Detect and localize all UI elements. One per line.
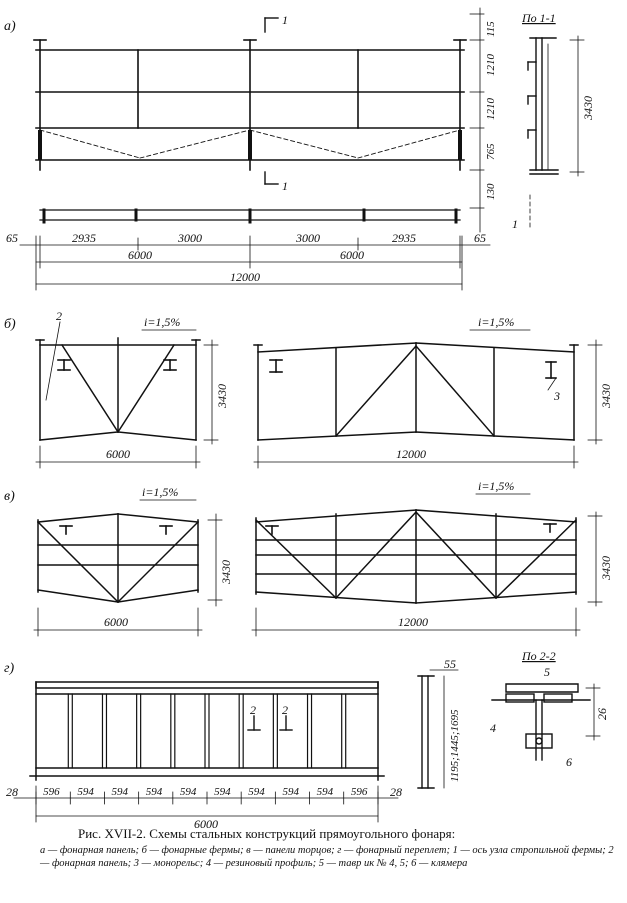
panel-b-slope-right: i=1,5% bbox=[478, 315, 514, 329]
dim-12000: 12000 bbox=[230, 270, 260, 284]
panel-g-mullions bbox=[67, 693, 347, 769]
panel-b-height-left: 3430 bbox=[215, 384, 229, 409]
panel-g-dim-vertical: 1195;1445;1695 bbox=[449, 709, 461, 782]
panel-g-section-marks bbox=[247, 715, 293, 731]
panel-g-side-profile bbox=[417, 669, 459, 789]
section-1-1-title: По 1-1 bbox=[521, 11, 556, 25]
panel-v-dimlines bbox=[33, 493, 603, 637]
panel-v-frame-left bbox=[36, 513, 200, 604]
panel-b-truss-right bbox=[253, 342, 579, 441]
dim-2935-right: 2935 bbox=[392, 231, 416, 245]
panel-v-slope-right: i=1,5% bbox=[478, 479, 514, 493]
section-2-2-dim-26: 26 bbox=[595, 708, 609, 720]
section-2-2-callout-5: 5 bbox=[544, 665, 550, 679]
panel-g-bay-dims: 596 594 594 594 594 594 594 594 594 596 bbox=[43, 786, 368, 798]
panel-a-vertical-dim: 765 bbox=[485, 143, 497, 160]
panel-a-label: а) bbox=[4, 19, 16, 34]
panel-v: в) bbox=[4, 479, 613, 637]
panel-v-height-right: 3430 bbox=[599, 556, 613, 581]
dim-3000-left: 3000 bbox=[177, 231, 202, 245]
panel-v-monorail-left bbox=[59, 525, 173, 535]
panel-v-height-left: 3430 bbox=[219, 560, 233, 585]
panel-g-bay-ticks bbox=[35, 791, 379, 805]
panel-a-vertical-dim: 130 bbox=[485, 183, 497, 200]
panel-b-span-right: 12000 bbox=[396, 447, 426, 461]
caption-title: Рис. XVII-2. Схемы стальных конструкций … bbox=[78, 826, 456, 841]
section-2-2-callout-4: 4 bbox=[490, 721, 496, 735]
caption-legend: а — фонарная панель; б — фонарные фермы;… bbox=[40, 845, 614, 869]
section-2-2-detail bbox=[491, 683, 601, 761]
panel-b-monorail-right bbox=[269, 359, 557, 379]
panel-v-slope-left: i=1,5% bbox=[142, 485, 178, 499]
panel-a-frame bbox=[33, 39, 467, 171]
panel-v-monorail-right bbox=[265, 523, 557, 535]
panel-a-section-cut bbox=[264, 17, 279, 185]
panel-a-bottom-beam bbox=[39, 208, 461, 224]
panel-b-callout-2: 2 bbox=[56, 309, 62, 323]
panel-b-callout-3: 3 bbox=[553, 389, 560, 403]
panel-a-vertical-dim: 115 bbox=[485, 21, 497, 37]
section-1-1-dimline bbox=[529, 35, 585, 229]
panel-v-label: в) bbox=[4, 489, 15, 504]
dim-6000-left: 6000 bbox=[128, 248, 152, 262]
dim-3000-right: 3000 bbox=[295, 231, 320, 245]
section-2-2-title: По 2-2 bbox=[521, 649, 556, 663]
bay-dim-label: 594 bbox=[146, 786, 163, 798]
panel-a-vertical-dim: 1210 bbox=[485, 54, 497, 77]
panel-g-label: г) bbox=[4, 661, 14, 676]
dim-65-left: 65 bbox=[6, 231, 18, 245]
panel-b-height-right: 3430 bbox=[599, 384, 613, 409]
bay-dim-label: 594 bbox=[282, 786, 299, 798]
panel-g-total-span: 6000 bbox=[194, 817, 218, 831]
dim-28-left: 28 bbox=[6, 785, 18, 799]
panel-b-slope-left: i=1,5% bbox=[144, 315, 180, 329]
dim-28-right: 28 bbox=[390, 785, 402, 799]
section-1-1-height: 3430 bbox=[581, 96, 595, 121]
panel-v-span-right: 12000 bbox=[398, 615, 428, 629]
bay-dim-label: 596 bbox=[43, 786, 60, 798]
bay-dim-label: 594 bbox=[214, 786, 231, 798]
bay-dim-label: 594 bbox=[77, 786, 94, 798]
section-mark-bottom: 1 bbox=[282, 179, 288, 193]
dim-6000-right: 6000 bbox=[340, 248, 364, 262]
panel-g-sash-frame bbox=[29, 681, 385, 781]
bay-dim-label: 594 bbox=[112, 786, 129, 798]
figure-caption: Рис. XVII-2. Схемы стальных конструкций … bbox=[40, 826, 620, 870]
panel-a: а) bbox=[4, 7, 595, 291]
bay-dim-label: 594 bbox=[180, 786, 197, 798]
dim-2935-left: 2935 bbox=[72, 231, 96, 245]
panel-a-dashed-bracing bbox=[39, 129, 461, 159]
section-mark-2-right: 2 bbox=[282, 703, 288, 717]
section-1-1-profile bbox=[527, 37, 559, 175]
bay-dim-label: 594 bbox=[248, 786, 265, 798]
section-2-2-callout-6: 6 bbox=[566, 755, 572, 769]
panel-b-label: б) bbox=[4, 317, 16, 332]
panel-a-horizontal-dimlines bbox=[19, 235, 491, 291]
section-mark-2-left: 2 bbox=[250, 703, 256, 717]
bay-dim-label: 596 bbox=[351, 786, 368, 798]
panel-a-vertical-dim: 1210 bbox=[485, 98, 497, 121]
panel-b-dimlines bbox=[35, 321, 603, 469]
panel-b-span-left: 6000 bbox=[106, 447, 130, 461]
panel-g-dim-55: 55 bbox=[444, 657, 456, 671]
section-1-1-callout: 1 bbox=[512, 217, 518, 231]
panel-a-vertical-dimline bbox=[469, 7, 485, 233]
dim-65-right: 65 bbox=[474, 231, 486, 245]
panel-b-truss-left bbox=[35, 337, 201, 441]
panel-a-vertical-dims: 115 1210 1210 765 130 bbox=[485, 21, 497, 200]
bay-dim-label: 594 bbox=[317, 786, 334, 798]
panel-b: б) bbox=[4, 309, 613, 469]
panel-v-frame-right bbox=[254, 509, 578, 604]
panel-b-monorail-left bbox=[57, 359, 177, 371]
panel-v-span-left: 6000 bbox=[104, 615, 128, 629]
section-mark-top: 1 bbox=[282, 13, 288, 27]
